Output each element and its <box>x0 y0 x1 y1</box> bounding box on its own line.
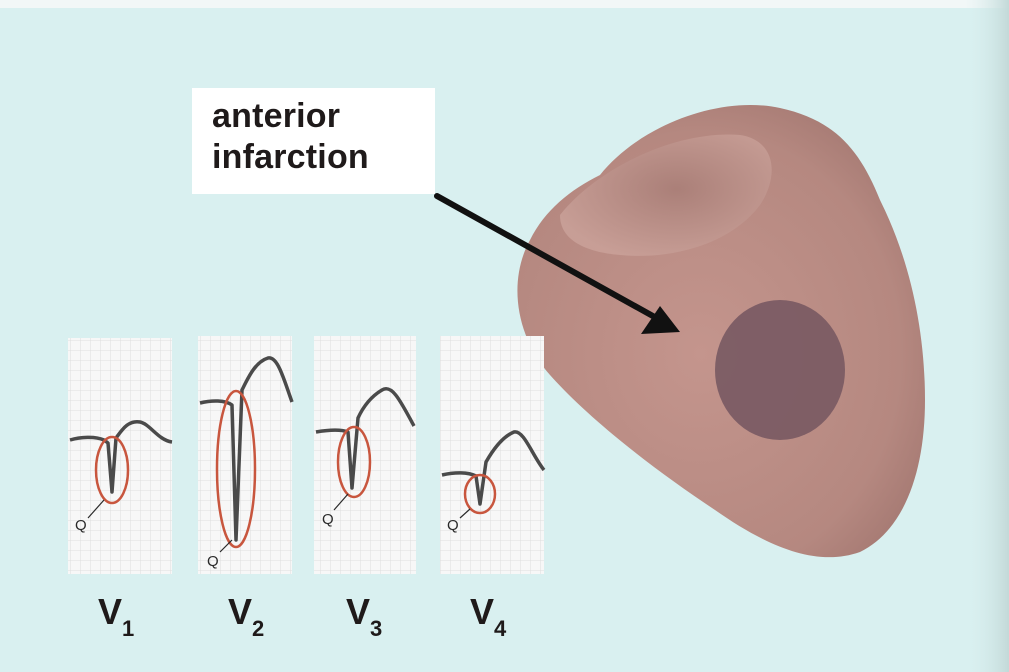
infarction-callout: anterior infarction <box>192 88 435 194</box>
ecg-panel-v2: Q <box>198 336 292 574</box>
ecg-panel-v3: Q <box>314 336 416 574</box>
q-label: Q <box>75 517 87 534</box>
lead-label-v4: V4 <box>470 592 506 632</box>
lead-subscript: 4 <box>494 616 506 641</box>
lead-label-v3: V3 <box>346 592 382 632</box>
grid-lines <box>314 336 416 574</box>
q-label: Q <box>207 553 219 570</box>
q-label: Q <box>447 517 459 534</box>
lead-label-v2: V2 <box>228 592 264 632</box>
callout-line-2: infarction <box>212 137 435 178</box>
lead-letter: V <box>98 591 122 632</box>
top-edge <box>0 0 1009 8</box>
page-edge-shadow <box>965 0 1009 672</box>
ecg-panel-v1: Q <box>68 338 172 574</box>
lead-letter: V <box>346 591 370 632</box>
lead-subscript: 1 <box>122 616 134 641</box>
infarct-zone <box>715 300 845 440</box>
lead-label-v1: V1 <box>98 592 134 632</box>
ecg-panel-v4: Q <box>440 336 544 574</box>
lead-subscript: 2 <box>252 616 264 641</box>
grid-lines <box>68 338 172 574</box>
lead-letter: V <box>470 591 494 632</box>
lead-subscript: 3 <box>370 616 382 641</box>
q-label: Q <box>322 511 334 528</box>
lead-letter: V <box>228 591 252 632</box>
callout-line-1: anterior <box>212 96 435 137</box>
